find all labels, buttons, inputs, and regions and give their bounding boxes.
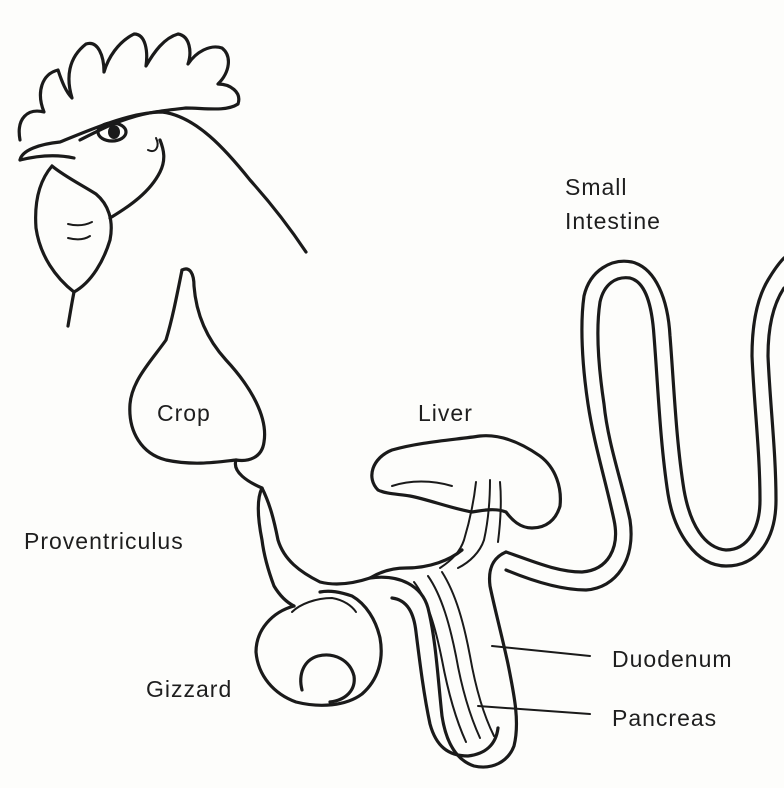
gizzard xyxy=(256,591,381,705)
rooster-comb xyxy=(19,34,239,140)
liver xyxy=(372,436,561,528)
label-gizzard: Gizzard xyxy=(146,678,232,701)
esophagus-crop xyxy=(182,269,462,584)
pancreas-leader xyxy=(478,706,590,714)
crop-pouch xyxy=(130,270,236,463)
rooster-jaw xyxy=(110,140,164,218)
rooster-head xyxy=(20,112,306,252)
rooster-ear xyxy=(148,138,158,151)
label-small-intestine: Small Intestine xyxy=(565,170,661,238)
rooster-wattle-mark xyxy=(68,222,92,239)
pancreas-strand-3 xyxy=(442,572,494,736)
rooster-pupil xyxy=(109,126,119,138)
label-crop: Crop xyxy=(157,402,211,425)
label-duodenum: Duodenum xyxy=(612,648,733,671)
bile-duct-1 xyxy=(440,482,476,568)
label-liver: Liver xyxy=(418,402,473,425)
label-pancreas: Pancreas xyxy=(612,707,717,730)
rooster-throat xyxy=(68,292,74,326)
duodenal-loop-outer xyxy=(370,552,516,767)
gizzard-inner-lobe xyxy=(301,655,354,702)
label-small-intestine-line2: Intestine xyxy=(565,204,661,238)
proventriculus-contour xyxy=(258,488,294,606)
bile-duct-3 xyxy=(498,482,501,542)
gizzard-fold xyxy=(292,598,356,612)
liver-fold xyxy=(392,482,452,487)
label-proventriculus: Proventriculus xyxy=(24,530,184,553)
label-small-intestine-line1: Small xyxy=(565,170,661,204)
rooster-wattle xyxy=(36,166,112,292)
rooster-beak xyxy=(20,156,74,160)
